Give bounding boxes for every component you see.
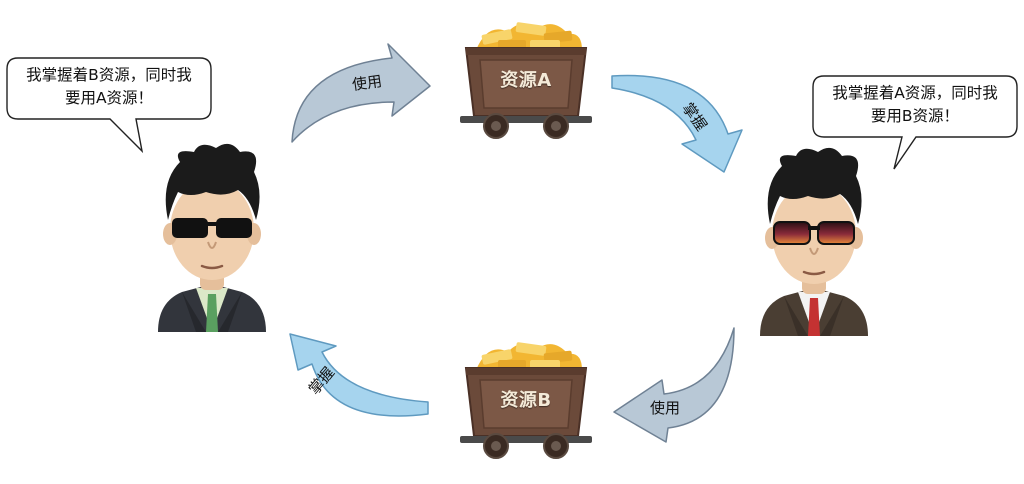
arrow-use-b [613, 327, 735, 443]
mine-cart-icon [460, 22, 592, 139]
speech-line: 我掌握着A资源，同时我 [832, 84, 998, 102]
arrow-hold-b [289, 333, 429, 417]
cart-label: 资源B [500, 390, 552, 411]
person-right [752, 146, 876, 340]
arrow-hold-a [611, 74, 743, 173]
person-left [150, 142, 274, 336]
cart-label: 资源A [500, 70, 552, 91]
man-gradient-sunglasses-icon [760, 147, 868, 336]
speech-text-left: 我掌握着B资源，同时我 要用A资源！ [4, 64, 214, 110]
arrow-label-use-b: 使用 [650, 399, 681, 417]
speech-line: 要用A资源！ [64, 89, 154, 107]
arrow-use-a [291, 43, 431, 143]
speech-line: 要用B资源！ [870, 107, 960, 125]
mine-cart-icon [460, 342, 592, 459]
speech-text-right: 我掌握着A资源，同时我 要用B资源！ [810, 82, 1020, 128]
cart-resource-b: 资源B [458, 330, 594, 462]
man-sunglasses-icon [158, 143, 266, 332]
arrow-label-use-a: 使用 [350, 71, 384, 94]
speech-bubble-left: 我掌握着B资源，同时我 要用A资源！ [4, 55, 214, 155]
cart-resource-a: 资源A [458, 10, 594, 142]
speech-line: 我掌握着B资源，同时我 [26, 66, 192, 84]
speech-bubble-right: 我掌握着A资源，同时我 要用B资源！ [810, 73, 1020, 173]
